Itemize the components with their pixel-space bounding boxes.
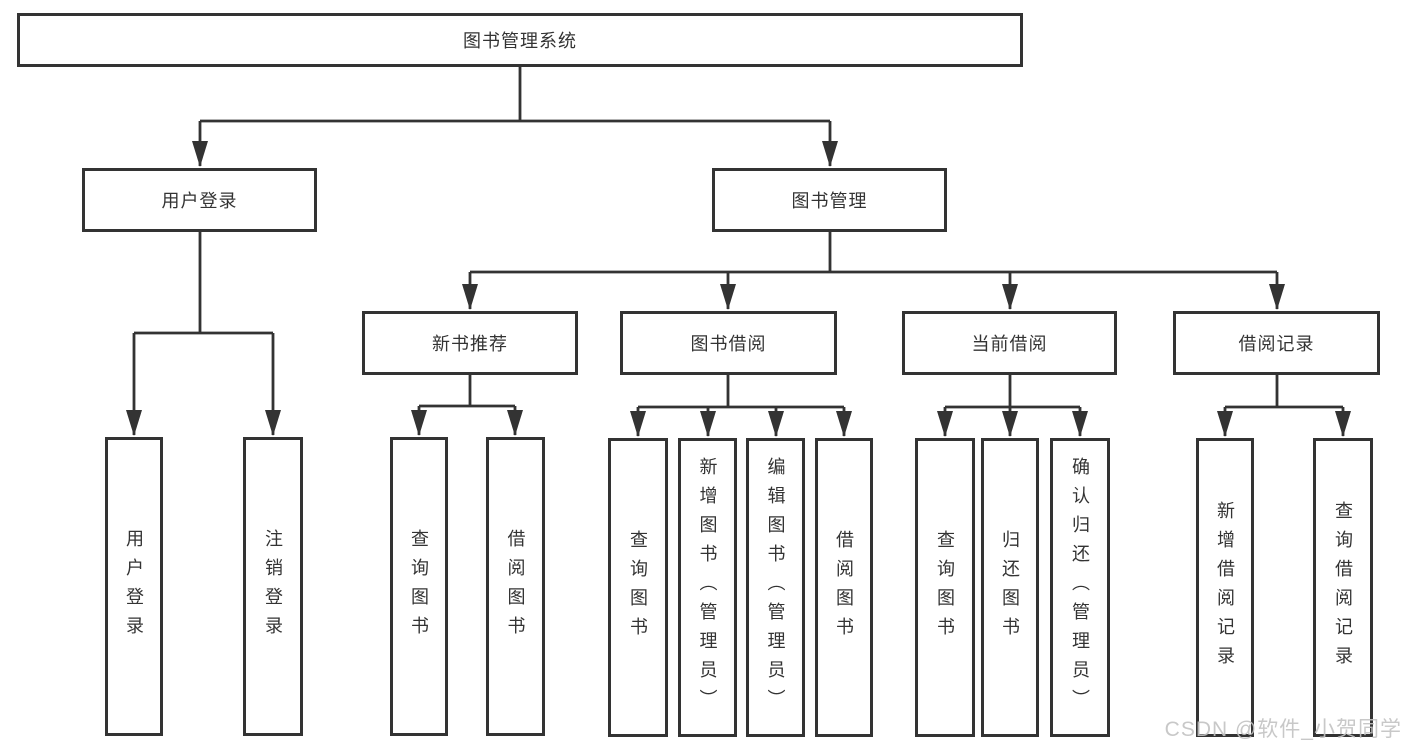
leaf-borrow-books-recommend: 借阅图书 <box>486 437 545 736</box>
leaf-add-books-admin: 新增图书（管理员） <box>678 438 737 737</box>
leaf-return-books-label: 归还图书 <box>1000 529 1020 646</box>
leaf-borrow-books-recommend-label: 借阅图书 <box>505 528 526 645</box>
leaf-borrow-books-borrowing: 借阅图书 <box>815 438 873 737</box>
node-user-login: 用户登录 <box>82 168 317 232</box>
node-new-book-recommend: 新书推荐 <box>362 311 578 375</box>
leaf-query-books-borrowing: 查询图书 <box>608 438 668 737</box>
node-current-borrowing: 当前借阅 <box>902 311 1117 375</box>
leaf-query-books-borrowing-label: 查询图书 <box>628 529 648 646</box>
leaf-logout-login-label: 注销登录 <box>263 528 283 645</box>
node-book-borrowing: 图书借阅 <box>620 311 837 375</box>
node-book-management: 图书管理 <box>712 168 947 232</box>
node-root-library-system: 图书管理系统 <box>17 13 1023 67</box>
leaf-user-login-label: 用户登录 <box>124 528 144 645</box>
leaf-query-borrow-record-label: 查询借阅记录 <box>1333 500 1353 675</box>
leaf-query-books-recommend-label: 查询图书 <box>409 528 429 645</box>
leaf-query-borrow-record: 查询借阅记录 <box>1313 438 1373 737</box>
leaf-confirm-return-admin-label: 确认归还（管理员） <box>1070 457 1090 718</box>
leaf-add-borrow-record: 新增借阅记录 <box>1196 438 1254 737</box>
leaf-query-books-recommend: 查询图书 <box>390 437 448 736</box>
leaf-borrow-books-borrowing-label: 借阅图书 <box>834 529 854 646</box>
leaf-edit-books-admin-label: 编辑图书（管理员） <box>765 457 786 718</box>
leaf-confirm-return-admin: 确认归还（管理员） <box>1050 438 1110 737</box>
node-borrowing-records: 借阅记录 <box>1173 311 1380 375</box>
leaf-add-books-admin-label: 新增图书（管理员） <box>697 457 718 718</box>
leaf-logout-login: 注销登录 <box>243 437 303 736</box>
leaf-edit-books-admin: 编辑图书（管理员） <box>746 438 805 737</box>
leaf-add-borrow-record-label: 新增借阅记录 <box>1215 500 1235 675</box>
leaf-user-login: 用户登录 <box>105 437 163 736</box>
leaf-query-books-current-label: 查询图书 <box>935 529 955 646</box>
leaf-return-books: 归还图书 <box>981 438 1039 737</box>
leaf-query-books-current: 查询图书 <box>915 438 975 737</box>
watermark-text: CSDN @软件_小贺同学 <box>1164 718 1402 741</box>
